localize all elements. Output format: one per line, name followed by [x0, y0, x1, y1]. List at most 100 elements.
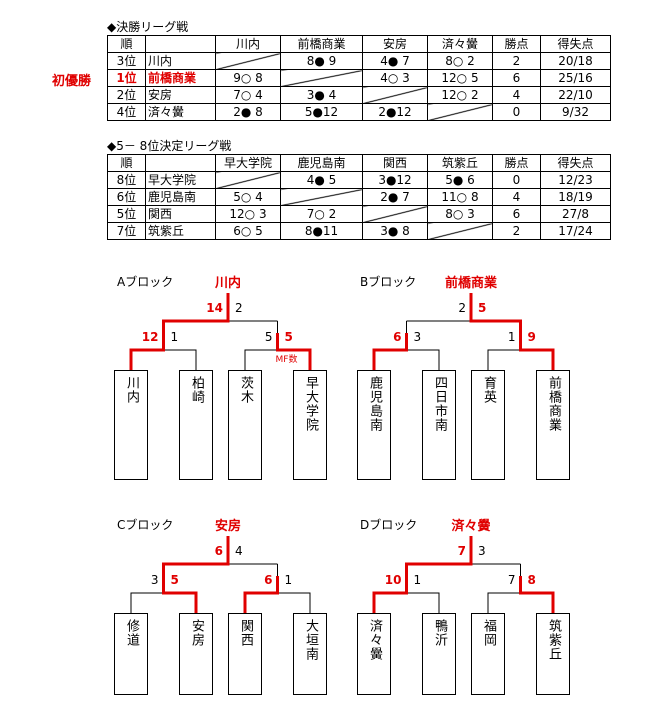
team-name: 柏崎: [189, 376, 204, 404]
semi-left-score-right: 1: [170, 330, 179, 344]
team-name: 筑紫丘: [546, 619, 561, 661]
block-winner: 川内: [214, 276, 241, 291]
team-name: 修道: [124, 619, 139, 647]
semi-right-winner-path: [276, 333, 312, 370]
rank-cell: 1位: [107, 69, 146, 87]
team-box: 四日市南: [422, 370, 456, 480]
block-label: Dブロック: [360, 518, 418, 532]
semi-left-score-right: 1: [413, 573, 422, 587]
block-label: Bブロック: [360, 275, 417, 289]
semi-left-score-left: 12: [141, 330, 159, 344]
team-name: 鴨沂: [432, 619, 447, 647]
diagonal-cell: [427, 222, 493, 240]
semi-right-winner-path: [519, 576, 555, 613]
team-box: 鹿児島南: [357, 370, 391, 480]
team-name: 前橋商業: [546, 376, 561, 432]
team-box: 育英: [471, 370, 505, 480]
column-header: 勝点: [492, 154, 541, 172]
header-row: 順早大学院鹿児島南関西筑紫丘勝点得失点: [107, 154, 611, 172]
champion-label: 初優勝: [52, 74, 92, 89]
final-score-right: 4: [235, 544, 243, 558]
semi-left-winner-path: [129, 333, 165, 370]
result-cell: 2● 8: [215, 103, 281, 121]
semi-left-bar-line: [130, 349, 197, 370]
diagonal-cell: [427, 103, 493, 121]
team-box: 早大学院: [293, 370, 327, 480]
team-cell: 安房: [145, 86, 216, 104]
result-cell: 8●11: [280, 222, 363, 240]
final-score-right: 3: [478, 544, 486, 558]
result-cell: 12○ 2: [427, 86, 493, 104]
block-winner: 済々黌: [451, 519, 491, 534]
final-score-left: 6: [214, 544, 223, 558]
team-box: 川内: [114, 370, 148, 480]
team-box: 筑紫丘: [536, 613, 570, 695]
semi-right-winner-path: [243, 576, 279, 613]
result-cell: 4○ 3: [362, 69, 428, 87]
diagonal-cell: [280, 69, 363, 87]
team-box: 鴨沂: [422, 613, 456, 695]
result-cell: 5○ 4: [215, 188, 281, 206]
goal-diff-cell: 12/23: [540, 171, 611, 189]
team-name: 育英: [481, 376, 496, 404]
semi-right-score-left: 1: [507, 330, 516, 344]
team-cell: 済々黌: [145, 103, 216, 121]
semi-left-winner-path: [162, 576, 198, 613]
result-cell: 9○ 8: [215, 69, 281, 87]
team-box: 済々黌: [357, 613, 391, 695]
final-league-title: ◆決勝リーグ戦: [107, 20, 189, 34]
semi-left-score-left: 10: [384, 573, 402, 587]
rank-cell: 3位: [107, 52, 146, 70]
tiebreak-note: MF数: [275, 355, 298, 365]
semi-right-bar-line: [244, 592, 311, 613]
semi-left-score-right: 3: [413, 330, 422, 344]
column-header: 早大学院: [215, 154, 281, 172]
semi-left-score-left: 3: [150, 573, 159, 587]
semi-right-score-right: 1: [284, 573, 293, 587]
goal-diff-cell: 17/24: [540, 222, 611, 240]
diagonal-cell: [215, 171, 281, 189]
team-box: 福岡: [471, 613, 505, 695]
column-header: 得失点: [540, 154, 611, 172]
team-name: 茨木: [238, 376, 253, 404]
team-box: 関西: [228, 613, 262, 695]
rank-cell: 8位: [107, 171, 146, 189]
diagonal-cell: [362, 86, 428, 104]
final-score-left: 7: [457, 544, 466, 558]
final-score-right: 5: [478, 301, 487, 315]
result-cell: 2●12: [362, 103, 428, 121]
semi-left-score-right: 5: [170, 573, 179, 587]
result-cell: 3●12: [362, 171, 428, 189]
header-row: 順川内前橋商業安房済々黌勝点得失点: [107, 35, 611, 53]
team-name: 鹿児島南: [367, 376, 382, 432]
column-header: 済々黌: [427, 35, 493, 53]
block-winner: 安房: [214, 519, 241, 534]
semi-left-score-left: 6: [393, 330, 402, 344]
team-box: 茨木: [228, 370, 262, 480]
team-name: 川内: [124, 376, 139, 404]
placement-league-title: ◆5－ 8位決定リーグ戦: [107, 139, 232, 153]
column-header: 得失点: [540, 35, 611, 53]
semi-right-bar-line: [487, 349, 554, 370]
rank-cell: 4位: [107, 103, 146, 121]
semi-left-bar-line: [130, 592, 197, 613]
goal-diff-cell: 9/32: [540, 103, 611, 121]
team-name: 福岡: [481, 619, 496, 647]
team-cell: 筑紫丘: [145, 222, 216, 240]
team-name: 大垣南: [303, 619, 318, 661]
semi-left-winner-path: [372, 576, 408, 613]
result-cell: 6○ 5: [215, 222, 281, 240]
team-cell: 前橋商業: [145, 69, 216, 87]
final-score-left: 14: [206, 301, 223, 315]
block-winner: 前橋商業: [444, 276, 497, 291]
semi-right-score-left: 6: [264, 573, 273, 587]
team-box: 柏崎: [179, 370, 213, 480]
